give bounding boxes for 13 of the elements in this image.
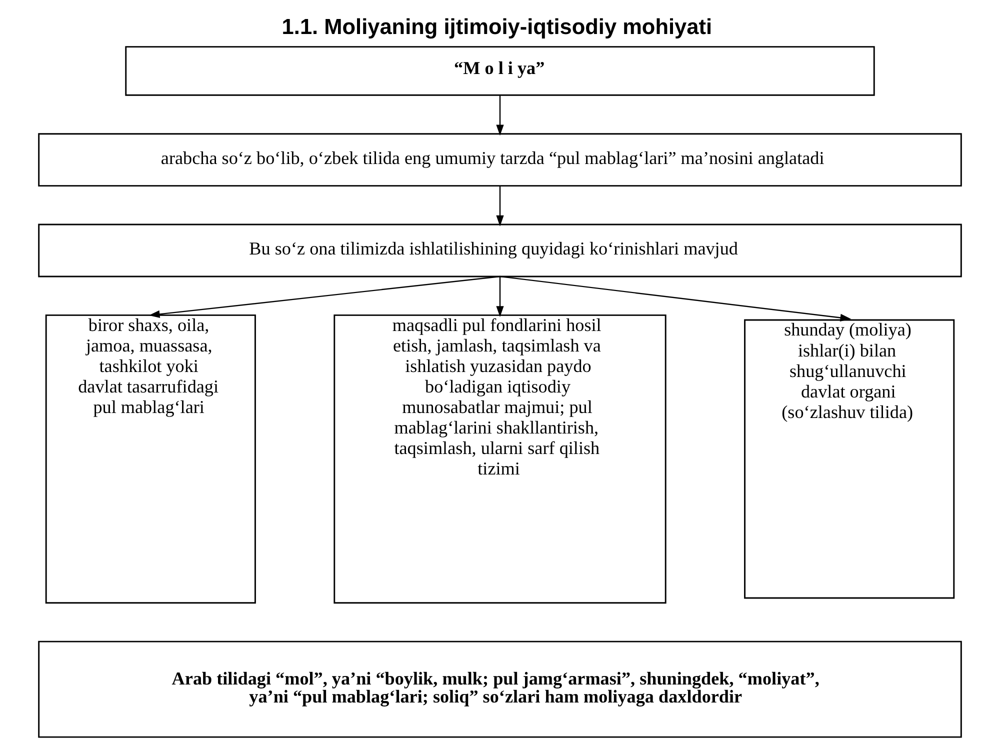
node-box: maqsadli pul fondlarini hosil etish, jamlash, taqsimlash va ishlatish yuzasidan paydo bo‘ladigan iqtisodiy munosabatlar majmui; pul mablag‘larini shakllantirish, taqsimlash, ularni sarf qilish tizimi bbox=[334, 314, 666, 604]
node-box: biror shaxs, oila, jamoa, muassasa, tashkilot yoki davlat tasarrufidagi pul mablag‘lari bbox=[45, 314, 256, 604]
arrow bbox=[500, 276, 852, 322]
node-box: Bu so‘z ona tilimizda ishlatilishining quyidagi ko‘rinishlari mavjud bbox=[38, 224, 962, 278]
arrow bbox=[496, 276, 504, 317]
node-box: “M o l i ya” bbox=[125, 46, 875, 96]
node-box: Arab tilidagi “mol”, ya’ni “boylik, mulk; pul jamg‘armasi”, shuningdek, “moliyat”, ya’ni “pul mablag‘lari; soliq” so‘zlari ham moliyaga daxldordir bbox=[38, 640, 962, 738]
node-box: arabcha so‘z bo‘lib, o‘zbek tilida eng umumiy tarzda “pul mablag‘lari” ma’nosini anglatadi bbox=[38, 133, 962, 187]
diagram-title: 1.1. Moliyaning ijtimoiy-iqtisodiy mohiyati bbox=[282, 14, 712, 39]
node-box: shunday (moliya) ishlar(i) bilan shug‘ullanuvchi davlat organi (so‘zlashuv tilida) bbox=[744, 319, 955, 599]
arrow bbox=[496, 186, 504, 226]
arrow bbox=[496, 95, 504, 136]
arrow bbox=[148, 276, 500, 318]
